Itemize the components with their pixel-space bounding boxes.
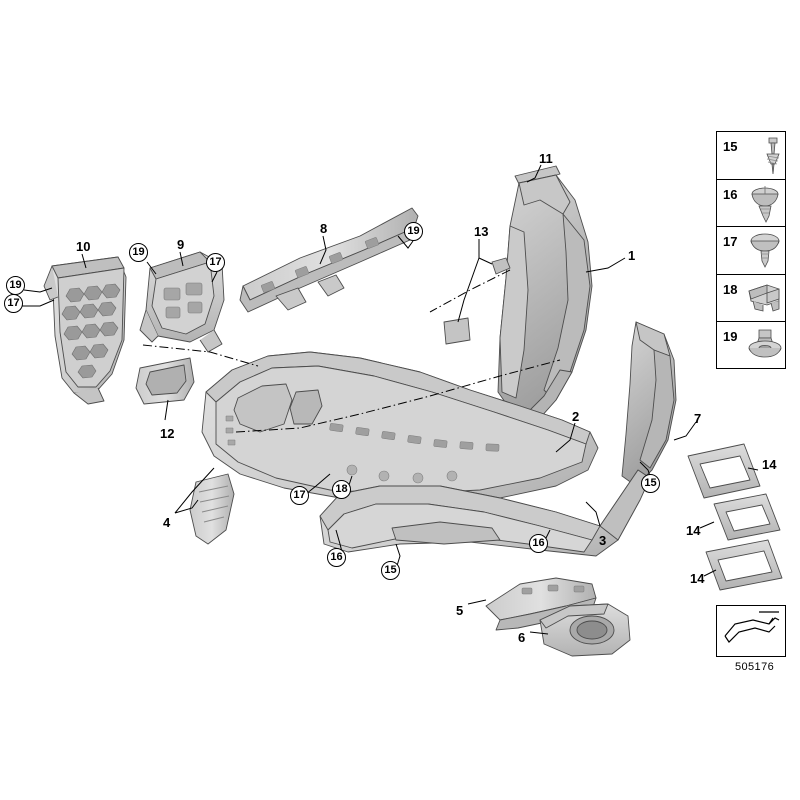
part-1-rear-bumper-side [497,174,593,419]
callout-14-a: 14 [762,457,777,472]
callout-2: 2 [572,409,580,424]
callout-9: 9 [177,237,185,252]
callout-13: 13 [474,224,489,239]
circled-callout-15-b: 15 [381,561,400,580]
circled-callout-19-c: 19 [6,276,25,295]
callout-14-b: 14 [686,523,701,538]
legend-row-19: 19 [717,322,785,370]
part-2-bumper-cover [201,351,599,503]
drawing-code: 505176 [735,661,775,673]
circled-callout-17-b: 17 [4,294,23,313]
part-6-exhaust-trim [539,603,631,657]
legend-number-17: 17 [723,234,738,250]
legend-row-17: 17 [717,227,785,275]
part-4-vent-grille [189,473,235,545]
washer-nut-icon [745,324,785,368]
drawing-symbol-box [716,605,786,657]
part-14-sensor-frames [687,443,783,591]
legend-number-18: 18 [723,281,738,297]
callout-14-c: 14 [690,571,705,586]
circled-callout-16-b: 16 [327,548,346,567]
callout-4: 4 [163,515,171,530]
callout-12: 12 [160,426,175,441]
part-8-guide-rail [239,207,419,313]
callout-5: 5 [456,603,464,618]
circled-callout-19-a: 19 [404,222,423,241]
part-9-bracket [139,251,225,353]
expanding-rivet-icon [745,182,785,226]
circled-callout-16-a: 16 [529,534,548,553]
callout-6: 6 [518,630,526,645]
callout-11: 11 [539,151,553,166]
callout-3: 3 [599,533,607,548]
legend-row-15: 15 [717,132,785,180]
bumper-symbol-icon [724,611,780,643]
leader-lines [22,164,759,635]
callout-8: 8 [320,221,328,236]
circled-callout-17-c: 17 [290,486,309,505]
circled-callout-18: 18 [332,480,351,499]
legend-number-19: 19 [723,329,738,345]
callout-10: 10 [76,239,91,254]
legend-number-15: 15 [723,139,738,154]
callout-1: 1 [628,248,636,263]
legend-number-16: 16 [723,186,738,202]
callout-7: 7 [694,411,702,426]
circled-callout-15-a: 15 [641,474,660,493]
metal-bracket-clip-icon [745,277,785,321]
circled-callout-19-b: 19 [129,243,148,262]
part-13-clips [443,257,511,345]
part-12-duct [135,357,195,405]
mushroom-clip-icon [745,229,785,273]
legend-panel: 15 16 [716,131,786,369]
part-7-side-trim [621,321,677,487]
circled-callout-17-a: 17 [206,253,225,272]
legend-row-16: 16 [717,180,785,228]
part-10-left-bracket [43,256,127,405]
screw-icon [745,134,785,178]
legend-row-18: 18 [717,275,785,323]
